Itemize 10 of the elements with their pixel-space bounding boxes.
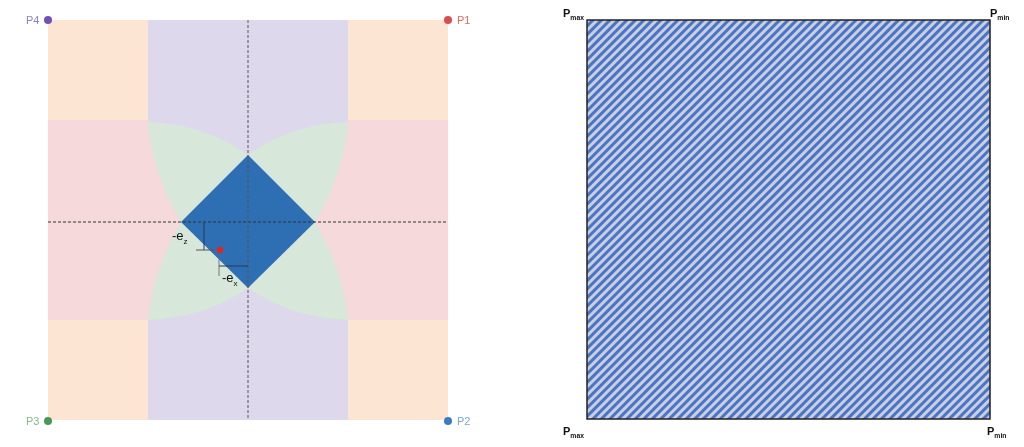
point-label: P4 — [26, 15, 40, 26]
corner-label: P$_{max}$ — [563, 426, 584, 440]
point-label: P1 — [457, 15, 471, 26]
point-label: P3 — [26, 416, 40, 427]
axis-label: -e$_{z}$ — [172, 229, 188, 246]
point-label: P2 — [457, 416, 471, 427]
corner-label: P$_{min}$ — [990, 8, 1010, 22]
corner-label: P$_{max}$ — [563, 8, 584, 22]
corner-label: P$_{min}$ — [987, 426, 1007, 440]
axis-label: -e$_{x}$ — [222, 271, 238, 288]
